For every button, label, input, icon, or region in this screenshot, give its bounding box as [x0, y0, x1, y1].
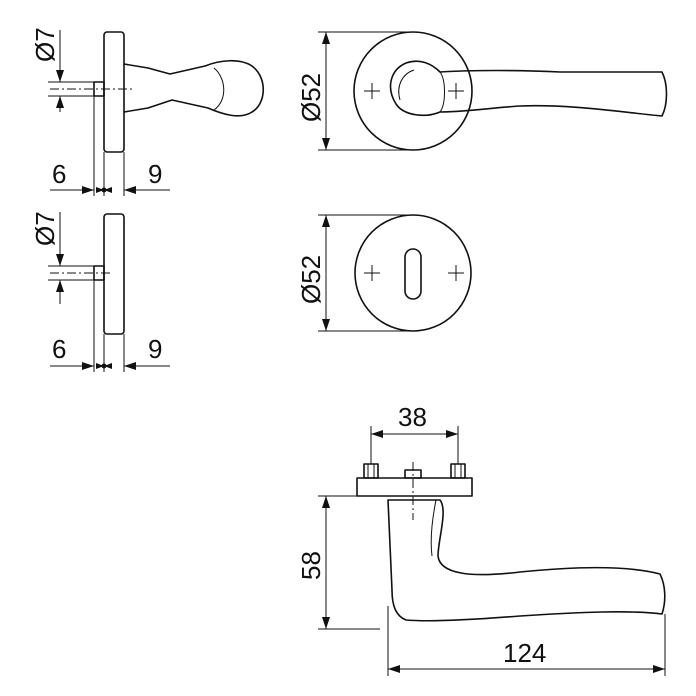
- dim-handle-height: 58: [296, 551, 326, 580]
- top-view-lever: 38 58 124: [296, 402, 666, 676]
- side-view-escutcheon: Ø7 6 9: [30, 211, 170, 372]
- side-view-handle-rose: Ø7 6 9: [30, 27, 265, 196]
- keyhole: [404, 248, 422, 300]
- dim-left-offset-top: 6: [52, 159, 66, 189]
- front-view-key-escutcheon: Ø52: [296, 214, 472, 332]
- lever-top-outline: [387, 499, 666, 622]
- dim-rose-diameter: Ø52: [296, 73, 326, 122]
- handle-side-profile: [123, 59, 265, 117]
- front-view-rose-lever: Ø52: [296, 31, 668, 151]
- dim-screw-spacing: 38: [398, 402, 427, 432]
- dim-pin-diameter-top: Ø7: [30, 27, 60, 62]
- dim-escutcheon-diameter: Ø52: [296, 255, 326, 304]
- dim-handle-length: 124: [503, 638, 546, 668]
- dim-left-offset-bottom: 6: [52, 334, 66, 364]
- dim-right-offset-top: 9: [148, 159, 162, 189]
- dim-pin-diameter-bottom: Ø7: [30, 211, 60, 246]
- lever-front-outline: [389, 60, 668, 117]
- dim-right-offset-bottom: 9: [148, 334, 162, 364]
